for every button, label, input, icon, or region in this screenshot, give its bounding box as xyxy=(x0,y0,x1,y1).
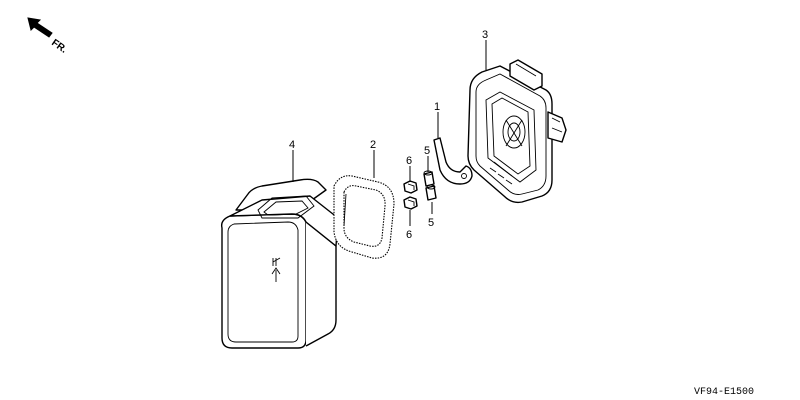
callout-1: 1 xyxy=(434,101,440,113)
diagram-code: VF94-E1500 xyxy=(694,387,754,398)
callout-2: 2 xyxy=(370,139,376,151)
callout-6-lower: 6 xyxy=(406,229,412,241)
callout-6-upper: 6 xyxy=(406,155,412,167)
leader-lines xyxy=(292,40,487,226)
part-4-air-cleaner-cover xyxy=(220,178,339,349)
callout-5-lower: 5 xyxy=(428,217,434,229)
part-6-nut-upper xyxy=(403,180,418,194)
part-2-foam-element xyxy=(333,175,395,259)
part-1-bracket xyxy=(433,137,473,185)
part-3-air-cleaner-case xyxy=(467,59,567,204)
callout-5-upper: 5 xyxy=(424,145,430,157)
callout-3: 3 xyxy=(482,29,488,41)
callout-labels: 1 2 3 4 5 5 6 6 xyxy=(289,29,488,241)
part-5-collar-upper xyxy=(423,170,435,187)
front-direction-indicator: FR. xyxy=(27,17,69,56)
direction-label: FR. xyxy=(49,37,69,55)
callout-4: 4 xyxy=(289,139,295,151)
part-6-nut-lower xyxy=(403,196,418,210)
arrow-icon xyxy=(27,17,53,38)
part-5-collar-lower xyxy=(425,184,437,201)
